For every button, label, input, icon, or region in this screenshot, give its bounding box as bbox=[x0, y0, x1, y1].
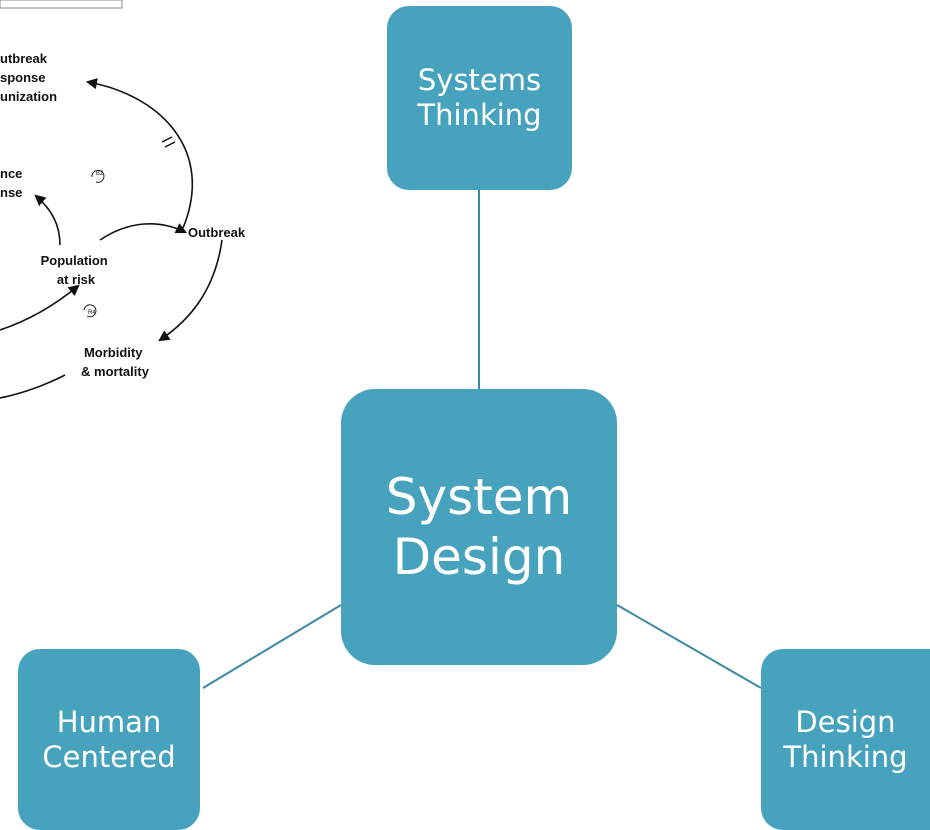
arrow-outbreak-to-response bbox=[85, 78, 194, 229]
arrow-outbreak-to-morbidity bbox=[158, 239, 223, 342]
node-human-centered-line-1: Human bbox=[56, 704, 162, 739]
arrow-population-to-outbreak bbox=[99, 223, 188, 241]
node-design-thinking-line-1: Design bbox=[795, 704, 896, 739]
arrow-into-population bbox=[0, 284, 80, 331]
node-design-thinking: Design Thinking bbox=[761, 649, 930, 830]
loop-r4-label: R4 bbox=[88, 310, 96, 316]
node-human-centered: Human Centered bbox=[18, 649, 200, 830]
arrow-morbidity-outward bbox=[0, 374, 66, 399]
label-outbreak-response: utbreak sponse unization bbox=[0, 51, 57, 104]
loop-b2-label: B2 bbox=[96, 171, 104, 177]
label-population-at-risk: Population at risk bbox=[41, 253, 112, 287]
node-systems-thinking-line-1: Systems bbox=[417, 63, 542, 98]
connector-center-to-design bbox=[616, 604, 762, 689]
loop-r4-icon bbox=[83, 304, 97, 318]
loop-b2-icon bbox=[91, 169, 105, 183]
node-human-centered-line-2: Centered bbox=[42, 739, 176, 774]
label-morbidity-mortality: Morbidity & mortality bbox=[81, 345, 150, 379]
node-systems-thinking-line-2: Thinking bbox=[417, 98, 542, 132]
causal-loop-diagram: utbreak sponse unization nce nse Outbrea… bbox=[0, 0, 246, 399]
delay-mark-2 bbox=[164, 141, 176, 148]
delay-mark-1 bbox=[161, 136, 173, 143]
connector-center-to-human bbox=[202, 604, 342, 689]
node-system-design-line-2: Design bbox=[392, 528, 566, 586]
node-system-design: System Design bbox=[341, 389, 617, 665]
arrow-population-to-surveillance bbox=[34, 194, 61, 246]
node-systems-thinking: Systems Thinking bbox=[387, 6, 572, 190]
diagram-frame-edge bbox=[0, 0, 123, 9]
label-surveillance: nce nse bbox=[0, 166, 26, 200]
label-outbreak: Outbreak bbox=[188, 225, 246, 240]
node-design-thinking-line-2: Thinking bbox=[783, 739, 908, 774]
node-system-design-line-1: System bbox=[385, 468, 573, 526]
